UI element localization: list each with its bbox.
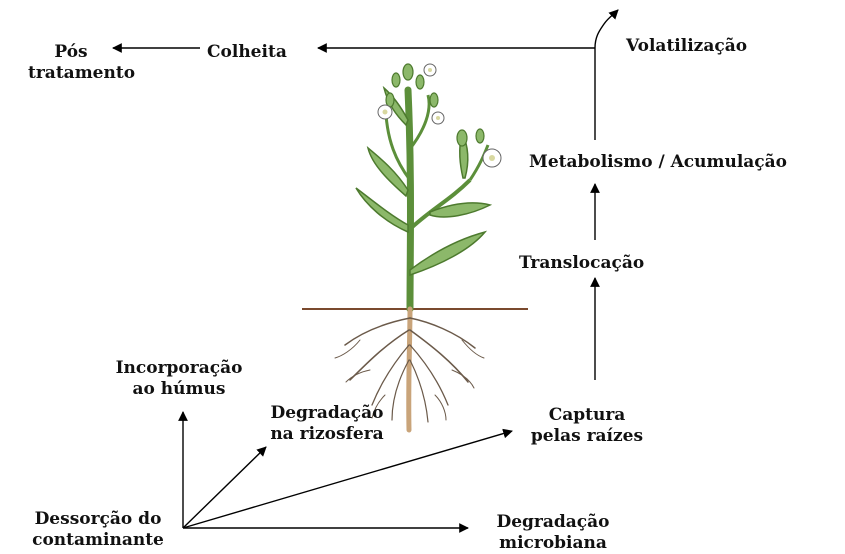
root [410,360,428,422]
label-pos-tratamento-line1: Pós [28,42,114,63]
plant-bud [430,93,438,107]
taproot [409,309,410,430]
plant-flower [424,64,436,76]
root [462,340,484,358]
label-degradacao-rizosfera-line1: Degradação [252,403,402,424]
plant-leaf [410,232,485,275]
plant-bud [457,130,467,146]
label-pos-tratamento-line2: tratamento [28,63,114,84]
plant-flower [378,105,392,119]
label-captura-line2: pelas raízes [512,426,662,447]
root [435,395,446,420]
plant-bud [476,129,484,143]
label-dessorcao: Dessorção do contaminante [8,509,188,551]
plant-flower [483,149,501,167]
root [345,318,410,345]
label-incorporacao: Incorporação ao húmus [104,358,254,400]
root [452,370,474,388]
label-pos-tratamento: Pós tratamento [28,42,114,84]
label-dessorcao-line2: contaminante [8,530,188,551]
label-degradacao-microbiana-line1: Degradação [478,512,628,533]
arrow-volatilizacao [595,10,618,48]
plant-leaf [368,148,408,196]
plant-bud [392,73,400,87]
label-degradacao-microbiana: Degradação microbiana [478,512,628,554]
plant-bud [403,64,413,80]
label-incorporacao-line1: Incorporação [104,358,254,379]
label-translocacao: Translocação [519,253,644,274]
label-degradacao-rizosfera: Degradação na rizosfera [252,403,402,445]
label-degradacao-rizosfera-line2: na rizosfera [252,424,402,445]
plant-leaf [356,188,408,232]
label-metabolismo: Metabolismo / Acumulação [529,152,787,173]
label-volatilizacao: Volatilização [626,36,747,57]
label-captura: Captura pelas raízes [512,405,662,447]
plant-illustration [356,64,501,309]
root [410,345,448,405]
label-degradacao-microbiana-line2: microbiana [478,533,628,554]
plant-flower [432,112,444,124]
label-captura-line1: Captura [512,405,662,426]
label-dessorcao-line1: Dessorção do [8,509,188,530]
label-colheita: Colheita [207,42,287,63]
plant-bud [416,75,424,89]
plant-stem [408,90,411,309]
label-incorporacao-line2: ao húmus [104,379,254,400]
